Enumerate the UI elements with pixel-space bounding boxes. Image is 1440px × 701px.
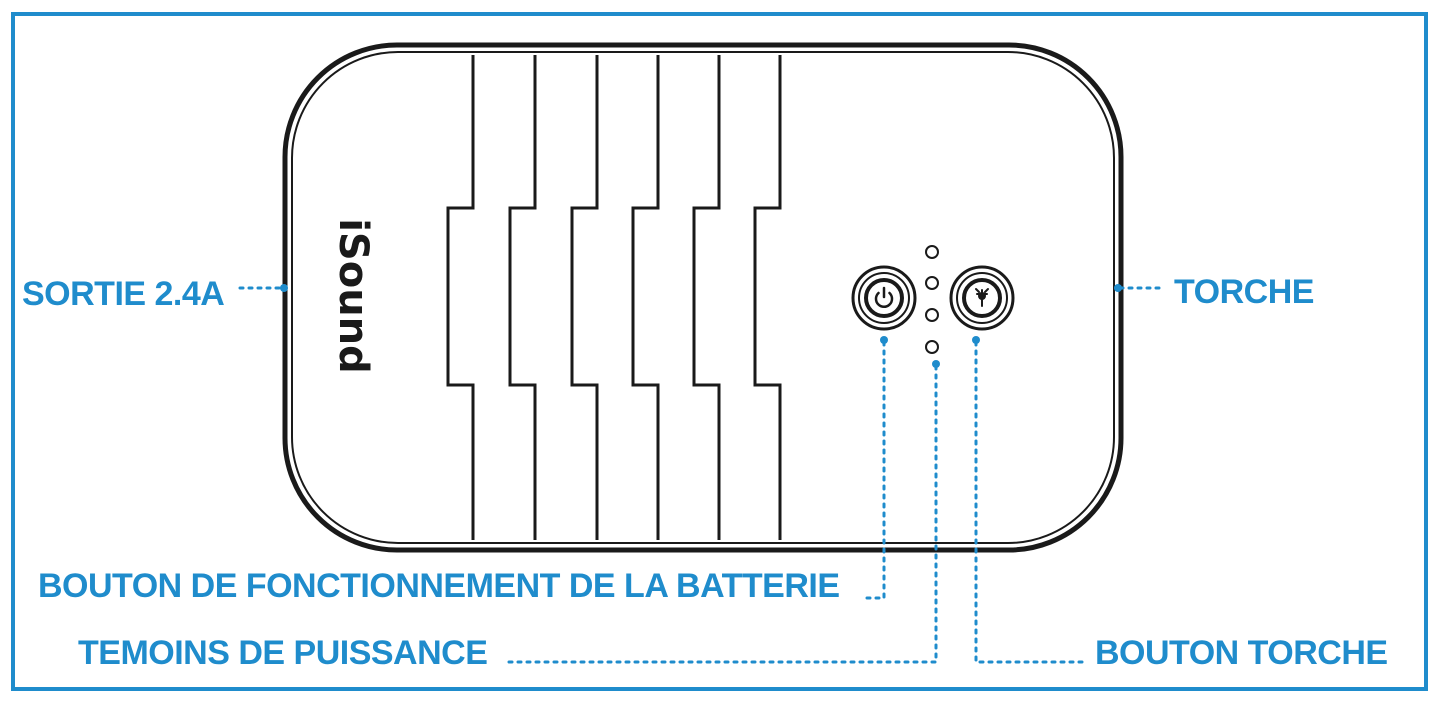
- label-torch-button: BOUTON TORCHE: [1095, 634, 1388, 672]
- label-output: SORTIE 2.4A: [22, 275, 224, 313]
- leader-lines: [238, 284, 1162, 664]
- torch-button[interactable]: [949, 265, 1015, 331]
- grip-stripe: [692, 55, 721, 540]
- flashlight-icon: [975, 288, 989, 307]
- power-indicators: [925, 245, 939, 354]
- leader-dot-indicators: [932, 360, 940, 368]
- device-outline-inner: [291, 51, 1115, 544]
- leader-dot-torch-button: [972, 336, 980, 344]
- indicator-led: [925, 276, 939, 290]
- indicator-led: [925, 245, 939, 259]
- grip-stripe: [631, 55, 660, 540]
- grip-stripe: [753, 55, 782, 540]
- indicator-led: [925, 308, 939, 322]
- leader-dot-battery-button: [880, 336, 888, 344]
- power-icon: [874, 286, 894, 308]
- indicator-led: [925, 340, 939, 354]
- brand-logo: iSound: [330, 218, 376, 374]
- battery-power-button[interactable]: [851, 265, 917, 331]
- leader-indicators: [503, 364, 938, 664]
- leader-battery-button: [860, 340, 886, 600]
- grip-stripe: [508, 55, 537, 540]
- leader-torch-button: [974, 340, 1084, 664]
- leader-dot-torch: [1114, 284, 1122, 292]
- grip-stripe: [446, 55, 475, 540]
- label-power-indicators: TEMOINS DE PUISSANCE: [78, 634, 487, 672]
- device-outline-outer: [282, 42, 1124, 553]
- label-torch: TORCHE: [1174, 273, 1314, 311]
- leader-dot-output: [280, 284, 288, 292]
- diagram-frame: [11, 12, 1428, 691]
- grip-stripe: [570, 55, 599, 540]
- grip-stripes: [446, 55, 782, 540]
- label-battery-button: BOUTON DE FONCTIONNEMENT DE LA BATTERIE: [38, 567, 840, 605]
- power-bank: iSound: [282, 42, 1124, 553]
